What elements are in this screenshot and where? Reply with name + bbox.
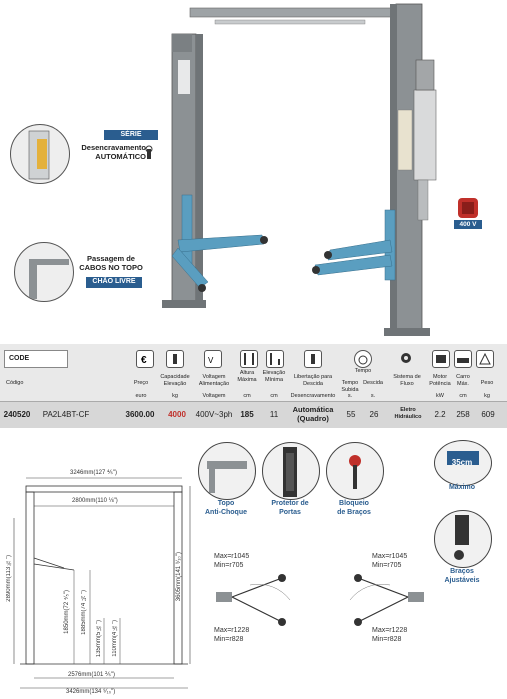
arm-reach-diagram bbox=[216, 574, 424, 626]
serie-tag: SÉRIE bbox=[104, 130, 158, 140]
motor-badge-icon bbox=[454, 196, 482, 220]
arm-tl-min: Min=r705 bbox=[214, 562, 244, 569]
arm-br-min: Min=r828 bbox=[372, 636, 402, 643]
col-voltagem: Voltagem Alimentação bbox=[198, 374, 230, 387]
min-height-icon bbox=[266, 350, 284, 368]
col-libertacao: Libertação para Descida bbox=[293, 374, 333, 387]
dim-height-left: 2890mm(113 ¾") bbox=[6, 555, 12, 602]
topo-anti-choque-image bbox=[198, 442, 256, 500]
arm-tr-min: Min=r705 bbox=[372, 562, 402, 569]
dim-top-width: 3246mm(127 ⅘") bbox=[70, 470, 117, 476]
timer-icon bbox=[354, 350, 372, 368]
front-dimension-drawing bbox=[13, 477, 191, 689]
col-fluxo: Sistema de Fluxo bbox=[393, 374, 421, 387]
table-row: 240520 PA2L4BT-CF 3600.00 4000 400V~3ph … bbox=[0, 401, 507, 428]
protetor-portas-image bbox=[262, 442, 320, 500]
hero-section: SÉRIE Desencravamento AUTOMÁTICO Passage… bbox=[0, 0, 507, 340]
cell-flow: Eletro Hidráulico bbox=[394, 407, 422, 420]
bracos-ajustaveis-image bbox=[434, 510, 492, 568]
col-descida: Descida bbox=[363, 380, 383, 386]
voltage-badge: 400 V bbox=[454, 220, 482, 229]
col-peso: Peso bbox=[480, 380, 494, 386]
passagem-label: Passagem de CABOS NO TOPO bbox=[79, 254, 143, 272]
unit-libertacao: Desencravamento bbox=[290, 393, 336, 399]
cell-release: Automática (Quadro) bbox=[292, 405, 334, 423]
capacity-icon bbox=[166, 350, 184, 368]
unit-elevacao: cm bbox=[270, 393, 278, 399]
code-box: CODE bbox=[4, 350, 68, 368]
desencravamento-callout bbox=[10, 124, 70, 184]
col-codigo: Código bbox=[6, 380, 24, 386]
maximo-value: 35cm bbox=[451, 458, 473, 467]
car-icon bbox=[454, 350, 472, 368]
col-elevacao: Elevação Mínima bbox=[262, 370, 286, 383]
col-carro: Carro Máx. bbox=[456, 374, 470, 387]
arm-tr-max: Max=r1045 bbox=[372, 553, 408, 560]
cell-code-model: PA2L4BT-CF bbox=[42, 410, 90, 419]
voltage-icon: V bbox=[204, 350, 222, 368]
unit-subida: s. bbox=[347, 393, 353, 399]
col-altura: Altura Máxima bbox=[237, 370, 257, 383]
desencravamento-label: Desencravamento AUTOMÁTICO bbox=[81, 143, 146, 161]
cell-weight: 609 bbox=[481, 410, 495, 419]
dim-inner-width: 2800mm(110 ⅛") bbox=[72, 498, 118, 504]
cell-voltage: 400V~3ph bbox=[195, 410, 233, 419]
cable-image bbox=[29, 259, 69, 299]
arm-tl-max: Max=r1045 bbox=[214, 553, 250, 560]
cell-down: 26 bbox=[369, 410, 379, 419]
dim-h4: 110mm(4 ⅓") bbox=[112, 620, 118, 657]
dim-base-outer: 3426mm(134 ⁹⁄₁₀") bbox=[66, 689, 116, 695]
maximo-label: Máximo bbox=[448, 484, 476, 491]
unit-altura: cm bbox=[243, 393, 251, 399]
cell-up: 55 bbox=[346, 410, 356, 419]
svg-text:€: € bbox=[141, 355, 147, 366]
price-icon: € bbox=[136, 350, 154, 368]
motor-icon bbox=[432, 350, 450, 368]
arm-bl-min: Min=r828 bbox=[214, 636, 244, 643]
cell-car: 258 bbox=[456, 410, 470, 419]
cell-power: 2.2 bbox=[434, 410, 446, 419]
cell-capacity: 4000 bbox=[168, 410, 186, 419]
unit-motor: kW bbox=[436, 393, 444, 399]
unit-descida: s. bbox=[370, 393, 376, 399]
unit-carro: cm bbox=[459, 393, 467, 399]
cell-min-height: 11 bbox=[269, 410, 279, 419]
unit-voltagem: Voltagem bbox=[202, 393, 226, 399]
arm-br-max: Max=r1228 bbox=[372, 627, 408, 634]
dim-h1: 1850mm(72 ⁴⁄₅") bbox=[64, 590, 70, 634]
bloqueio-bracos-image bbox=[326, 442, 384, 500]
lift-illustration bbox=[162, 3, 437, 336]
arm-bl-max: Max=r1228 bbox=[214, 627, 250, 634]
svg-text:V: V bbox=[208, 356, 214, 365]
unit-preco: euro bbox=[135, 393, 147, 399]
unit-capacidade: kg bbox=[172, 393, 178, 399]
col-subida: Tempo Subida bbox=[341, 380, 359, 393]
gear-icon bbox=[398, 350, 414, 366]
max-height-icon bbox=[240, 350, 258, 368]
col-preco: Preço bbox=[133, 380, 149, 386]
lock-mechanism-image bbox=[28, 130, 50, 180]
dim-base-inner: 2576mm(101 ⅖") bbox=[68, 672, 115, 678]
dim-h3: 135mm(5 ⅓") bbox=[96, 620, 102, 658]
release-icon bbox=[304, 350, 322, 368]
chao-livre-tag: CHÃO LIVRE bbox=[86, 277, 142, 288]
hand-pointer-icon bbox=[142, 144, 156, 162]
cell-code-num: 240520 bbox=[3, 410, 31, 419]
cell-price: 3600.00 bbox=[125, 410, 155, 419]
weight-icon bbox=[476, 350, 494, 368]
tempo-header: Tempo bbox=[354, 368, 372, 374]
dim-h2: 1885mm(74 ⅕") bbox=[81, 590, 87, 635]
cell-max-height: 185 bbox=[240, 410, 254, 419]
dim-height-right: 3605mm(141 ⁹⁄₁₀") bbox=[176, 552, 182, 602]
passagem-callout bbox=[14, 242, 74, 302]
col-motor: Motor Potência bbox=[429, 374, 451, 387]
col-capacidade: Capacidade Elevação bbox=[160, 374, 190, 387]
unit-peso: kg bbox=[484, 393, 490, 399]
maximo-image bbox=[434, 440, 492, 486]
